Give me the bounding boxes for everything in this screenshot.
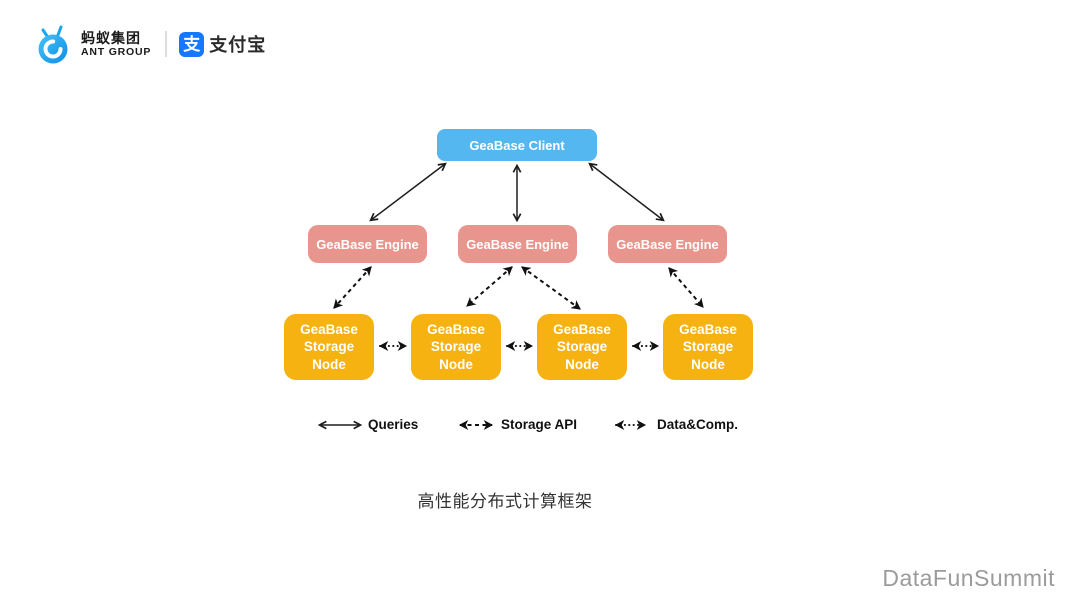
alipay-icon-glyph: 支 bbox=[183, 34, 201, 54]
node-geabase-engine-3: GeaBase Engine bbox=[608, 225, 727, 263]
legend-label-queries: Queries bbox=[368, 417, 419, 432]
node-geabase-client: GeaBase Client bbox=[437, 129, 597, 161]
legend-label-data-comp: Data&Comp. bbox=[657, 417, 739, 432]
ant-group-name-en: ANT GROUP bbox=[81, 45, 152, 58]
arrow-engine1-storage1 bbox=[333, 266, 372, 309]
node-geabase-storage-2: GeaBase Storage Node bbox=[411, 314, 501, 380]
ant-group-name-cn: 蚂蚁集团 bbox=[81, 29, 141, 46]
node-geabase-engine-2: GeaBase Engine bbox=[458, 225, 577, 263]
arrow-engine2-storage3 bbox=[521, 266, 581, 310]
caption: 高性能分布式计算框架 bbox=[417, 492, 593, 511]
alipay-icon: 支 bbox=[179, 31, 205, 57]
arrow-client-engine-1 bbox=[369, 162, 447, 222]
node-geabase-storage-4: GeaBase Storage Node bbox=[663, 314, 753, 380]
node-geabase-engine-1: GeaBase Engine bbox=[308, 225, 427, 263]
logo-divider bbox=[165, 31, 168, 57]
alipay-wordmark: 支付宝 bbox=[209, 35, 267, 55]
arrow-engine2-storage2 bbox=[466, 266, 513, 307]
ant-group-wordmark: 蚂蚁集团 ANT GROUP bbox=[81, 30, 151, 59]
node-geabase-storage-3: GeaBase Storage Node bbox=[537, 314, 627, 380]
arrow-client-engine-3 bbox=[588, 162, 665, 222]
ant-group-icon bbox=[38, 25, 68, 64]
logo-header: 蚂蚁集团 ANT GROUP 支 支付宝 bbox=[33, 24, 266, 64]
watermark: DataFunSummit bbox=[882, 565, 1055, 591]
legend-label-storage-api: Storage API bbox=[501, 417, 578, 432]
node-geabase-storage-1: GeaBase Storage Node bbox=[284, 314, 374, 380]
arrow-engine3-storage4 bbox=[668, 267, 704, 308]
alipay-logo: 支 支付宝 bbox=[179, 31, 266, 57]
